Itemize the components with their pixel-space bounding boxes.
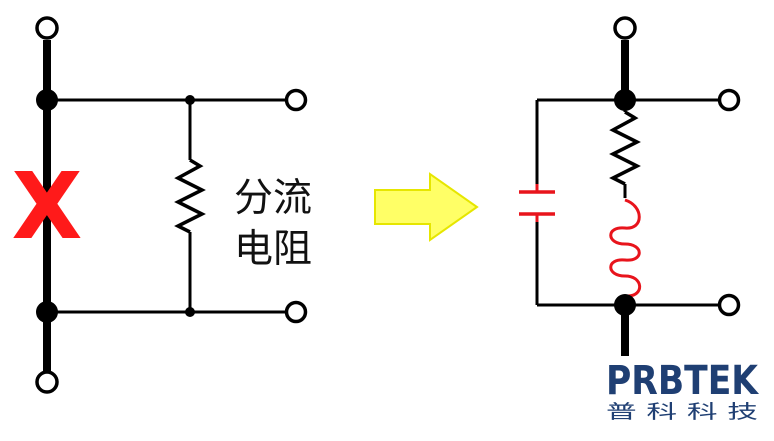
parasitic-inductor [609, 198, 642, 298]
left-output-terminal-top [284, 88, 308, 112]
left-top-junction [36, 89, 58, 111]
left-top-terminal [35, 16, 59, 40]
right-output-terminal-bottom [717, 293, 741, 317]
right-top-junction [614, 89, 636, 111]
left-circuit: 分流 电阻 X [12, 16, 312, 394]
logo-subtitle-text: 普 科 科 技 [606, 401, 758, 423]
shunt-label-line2: 电阻 [234, 227, 312, 272]
shunt-resistor [174, 158, 206, 234]
logo-backdrop [598, 356, 768, 428]
brand-logo: PRBTEK 普 科 科 技 [598, 356, 768, 428]
right-bottom-junction [614, 294, 636, 316]
transform-arrow [374, 172, 479, 242]
shunt-label-line1: 分流 [234, 176, 312, 221]
right-circuit [519, 16, 741, 394]
right-top-terminal [613, 16, 637, 40]
left-bottom-terminal [35, 370, 59, 394]
arrow-shape [374, 172, 479, 242]
left-output-terminal-bottom [284, 300, 308, 324]
right-output-terminal-top [717, 88, 741, 112]
logo-brand-text: PRBTEK [606, 358, 760, 404]
failed-device-mark: X [12, 153, 83, 260]
right-resistor [609, 110, 641, 186]
left-bottom-junction [36, 301, 58, 323]
